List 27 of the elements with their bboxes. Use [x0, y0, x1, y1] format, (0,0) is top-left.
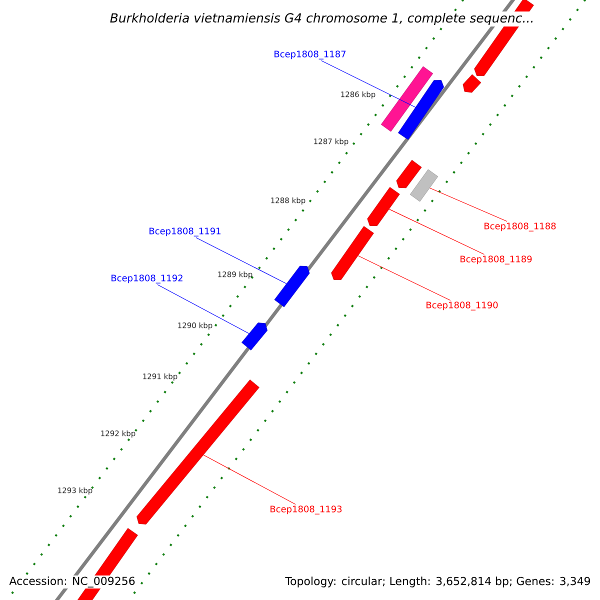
gene-feature: [396, 160, 422, 188]
gene-feature: [242, 322, 268, 350]
accession-label: Accession: NC_009256: [8, 576, 136, 588]
leader-line: [388, 208, 485, 255]
gene-feature: [398, 80, 444, 140]
gene-label: Bcep1808_1193: [270, 506, 342, 514]
gene-label: Bcep1808_1190: [426, 302, 498, 310]
gene-label: Bcep1808_1187: [274, 50, 346, 60]
topology-label: Topology: circular; Length: 3,652,814 bp; Genes: 3,349: [284, 576, 592, 588]
leader-line: [430, 188, 508, 222]
gene-label: Bcep1808_1191: [150, 228, 220, 236]
gene-feature: [274, 266, 310, 308]
leader-line: [321, 60, 416, 108]
gene-feature: [136, 380, 260, 524]
gene-bar: [380, 66, 434, 132]
leader-line: [157, 284, 250, 334]
leader-line: [203, 454, 296, 505]
leader-line: [196, 237, 287, 284]
gene-label: Bcep1808_1189: [460, 256, 532, 264]
gene-feature: [367, 187, 400, 226]
leader-line: [358, 255, 451, 301]
gene-label: Bcep1808_1192: [112, 274, 182, 284]
gene-label: Bcep1808_1188: [484, 222, 556, 232]
gene-feature: [462, 74, 482, 93]
gene-feature: [331, 226, 374, 280]
gene-bar: [410, 169, 438, 202]
title: Burkholderia vietnamiensis G4 chromosome 1, complete sequenc...: [108, 11, 536, 27]
